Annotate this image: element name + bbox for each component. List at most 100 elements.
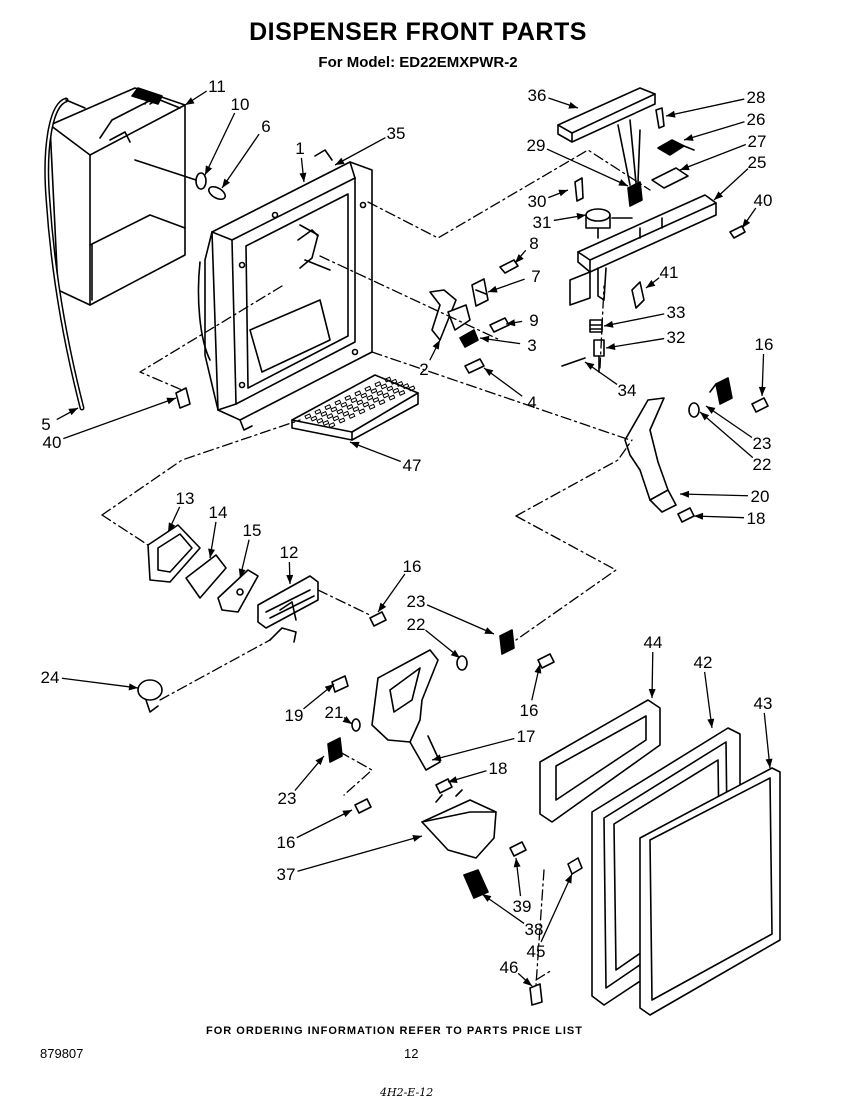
callout-label-4: 4 [527, 393, 536, 412]
grille-hole [380, 383, 388, 390]
leader-arrowhead-22 [450, 649, 460, 658]
callout-label-1: 1 [295, 139, 304, 158]
part-22-washer-right [688, 402, 700, 418]
callout-label-16: 16 [403, 557, 422, 576]
part-44-inner-frame [539, 699, 661, 823]
leader-arrowhead-12 [286, 574, 294, 584]
callout-label-8: 8 [529, 234, 538, 253]
grille-hole [346, 404, 354, 410]
shaft-line [134, 159, 197, 181]
leader-arrowhead-20 [680, 490, 690, 498]
part-13-light-housing [147, 524, 201, 583]
part-17-lever-arm [371, 649, 441, 771]
leader-line-10 [204, 112, 236, 176]
leader-line-43 [763, 712, 771, 769]
part-28-screw [655, 107, 665, 129]
part-11-chute-housing [49, 87, 186, 306]
leader-arrowhead-24 [128, 683, 138, 691]
callout-label-39: 39 [513, 897, 532, 916]
leader-arrowhead-13 [168, 522, 176, 532]
leader-arrowhead-16 [342, 810, 352, 818]
leader-line-16 [296, 809, 353, 839]
part-33-spring [589, 319, 603, 333]
grille-hole [326, 413, 334, 420]
callout-label-6: 6 [261, 117, 270, 136]
grille-hole [310, 415, 318, 422]
leader-arrowhead-7 [488, 285, 498, 293]
leader-arrowhead-2 [432, 340, 440, 350]
leader-arrowhead-8 [515, 254, 524, 263]
leader-line-17 [431, 737, 515, 761]
leader-arrowhead-3 [480, 335, 490, 343]
grille-hole [396, 381, 404, 387]
part-2-3-paddle [429, 289, 479, 348]
part-7-lever [471, 278, 489, 307]
part-47-drip-grille [291, 374, 419, 441]
part-16-screw-low [354, 798, 372, 814]
callout-label-22: 22 [407, 615, 426, 634]
leader-line-42 [703, 671, 713, 729]
leader-line-23 [705, 405, 753, 439]
callout-label-12: 12 [280, 543, 299, 562]
callout-label-22: 22 [753, 455, 772, 474]
grille-hole [314, 408, 322, 415]
grille-hole [324, 404, 332, 411]
part-16-screw-mid [369, 611, 387, 627]
callout-label-19: 19 [285, 706, 304, 725]
callout-label-40: 40 [754, 191, 773, 210]
leader-line-33 [603, 313, 665, 327]
part-24-light-bulb [137, 679, 163, 713]
grille-hole [348, 413, 356, 419]
leader-arrowhead-30 [558, 189, 568, 197]
part-29-actuator [617, 119, 643, 207]
callout-label-47: 47 [403, 456, 422, 475]
leader-arrowhead-14 [208, 548, 215, 558]
callout-label-23: 23 [278, 789, 297, 808]
leader-arrowhead-17 [432, 754, 442, 762]
leader-line-27 [679, 143, 747, 171]
leader-arrowhead-16 [758, 386, 766, 396]
grille-hole [408, 385, 416, 392]
callout-label-40: 40 [43, 433, 62, 452]
grille-hole [332, 415, 340, 422]
callout-label-32: 32 [667, 328, 686, 347]
callout-label-17: 17 [517, 727, 536, 746]
part-4-screw [464, 358, 485, 374]
leader-line-24 [61, 677, 139, 689]
grille-hole [322, 420, 330, 426]
part-30-screw [574, 177, 584, 202]
grille-hole [354, 390, 362, 397]
leader-arrowhead-31 [576, 212, 586, 220]
leader-arrowhead-23 [315, 756, 324, 766]
part-39-screw [509, 841, 527, 857]
grille-hole [402, 383, 410, 390]
leader-arrowhead-4 [484, 368, 494, 377]
part-34-pin [561, 357, 586, 367]
grille-hole [388, 394, 396, 401]
grille-hole [366, 394, 374, 401]
callout-label-5: 5 [41, 415, 50, 434]
ordering-note: FOR ORDERING INFORMATION REFER TO PARTS … [206, 1025, 583, 1037]
part-1-dispenser-frame [197, 149, 373, 431]
grille-hole [398, 390, 406, 396]
callout-label-15: 15 [243, 521, 262, 540]
grille-hole [340, 401, 348, 408]
callout-label-13: 13 [176, 489, 195, 508]
grille-hole [392, 387, 400, 394]
document-number: 879807 [40, 1046, 84, 1061]
grille-hole [390, 378, 398, 385]
part-41-bumper [631, 281, 645, 309]
part-15-reflector [217, 569, 259, 613]
grille-hole [342, 410, 350, 417]
callout-label-11: 11 [208, 77, 226, 96]
model-subtitle: For Model: ED22EMXPWR-2 [318, 54, 518, 71]
callout-label-18: 18 [489, 759, 508, 778]
leader-arrowhead-28 [666, 110, 676, 118]
part-14-lens [185, 554, 227, 599]
part-16-screw-right [751, 397, 769, 413]
callout-label-38: 38 [525, 920, 544, 939]
leader-arrowhead-22 [700, 412, 710, 421]
leader-arrowhead-44 [648, 688, 656, 698]
grille-hole [356, 399, 364, 406]
